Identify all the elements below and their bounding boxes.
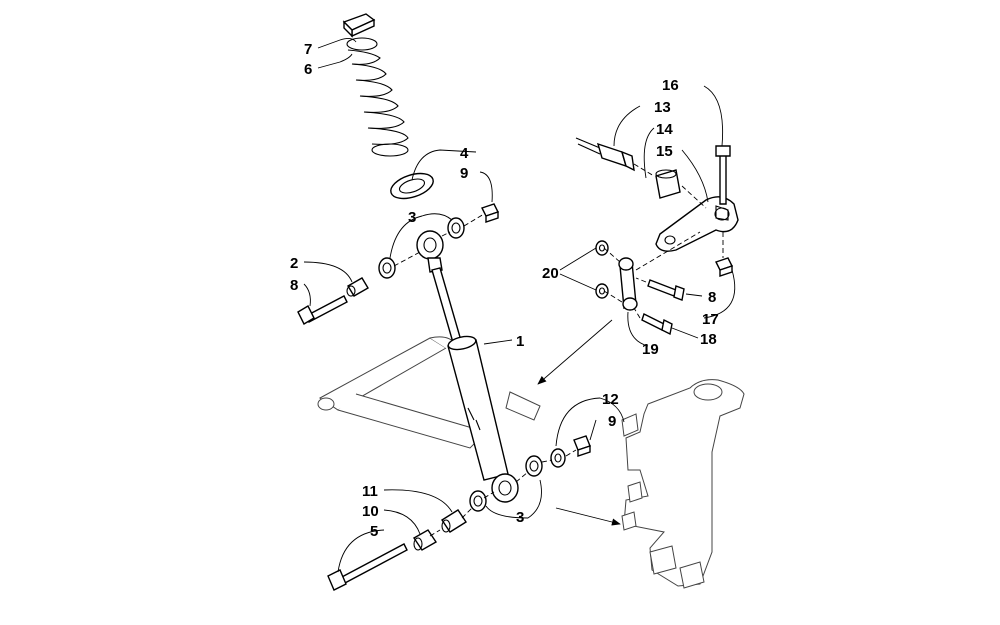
bushing-part-14 [655,169,681,199]
spindle-background [621,379,745,589]
bolt-part-18 [641,313,673,336]
callout-labels: 7 6 4 9 3 2 8 1 16 13 14 15 20 8 17 18 1… [290,41,719,540]
callout-4: 4 [460,145,469,162]
callout-16: 16 [662,77,679,94]
leader-lines [303,37,736,573]
sleeve-part-2 [346,277,369,297]
callout-3-bottom: 3 [516,509,524,526]
a-arm-background [317,336,541,449]
sleeve-part-10 [413,529,437,551]
washer-part-12 [550,448,566,468]
link-part-19 [618,257,638,311]
bolt-part-8-left [297,295,348,325]
callout-17: 17 [702,311,719,328]
callout-10: 10 [362,503,379,520]
shock-absorber-part-1 [416,230,519,503]
callout-8-left: 8 [290,277,298,294]
callout-12: 12 [602,391,619,408]
spring-retainer-part-7 [342,13,376,38]
nut-part-9-top [481,203,499,223]
callout-3-top: 3 [408,209,416,226]
callout-15: 15 [656,143,673,160]
callout-7: 7 [304,41,312,58]
coil-spring-part-6 [346,37,409,157]
bushing-part-3-bottom [469,455,543,512]
assembly-arrow-upper [537,319,613,385]
alignment-lines [393,163,724,537]
stabilizer-bar-part-13 [575,137,635,172]
bolt-part-5 [327,543,408,591]
callout-18: 18 [700,331,717,348]
callout-1: 1 [516,333,524,350]
callout-20: 20 [542,265,559,282]
sleeve-part-11 [441,509,467,533]
callout-9-bottom: 9 [608,413,616,430]
spring-seat-part-4 [390,172,434,200]
callout-5: 5 [370,523,378,540]
bushing-part-3-top [378,217,465,279]
nut-part-17 [715,257,733,277]
assembly-arrow-lower [555,507,621,526]
callout-6: 6 [304,61,312,78]
nut-part-9-bottom [573,435,591,457]
bushing-part-20 [595,240,609,299]
callout-9-top: 9 [460,165,468,182]
callout-13: 13 [654,99,671,116]
callout-8-right: 8 [708,289,716,306]
bolt-part-16 [715,145,731,205]
callout-14: 14 [656,121,673,138]
bolt-part-8-right [647,279,685,301]
callout-19: 19 [642,341,659,358]
callout-11: 11 [362,483,378,500]
stabilizer-arm-part-15 [655,196,739,252]
callout-2: 2 [290,255,298,272]
